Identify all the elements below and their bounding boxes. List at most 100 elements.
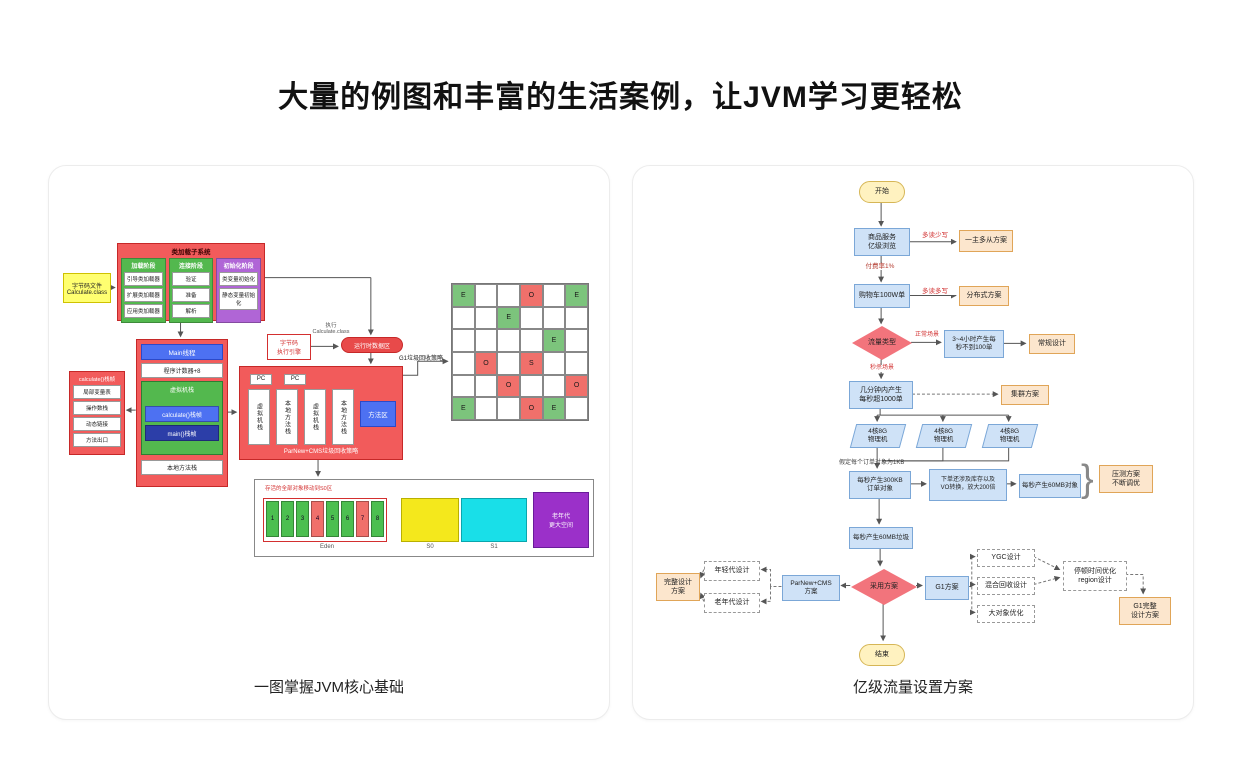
g1-region-cell bbox=[452, 329, 475, 352]
stack-frame: calculate()栈帧 bbox=[145, 406, 219, 422]
node-cluster-plan: 集群方案 bbox=[1001, 385, 1049, 405]
node-product-browse: 商品服务 亿级浏览 bbox=[854, 228, 910, 256]
node-traffic-type-decision: 流量类型 bbox=[852, 326, 912, 360]
frame-detail-item: 方法出口 bbox=[73, 433, 121, 447]
method-area-box: 方法区 bbox=[360, 401, 396, 427]
g1-region-cell: O bbox=[497, 374, 520, 398]
old-gen-region: 老年代 更大空间 bbox=[533, 492, 589, 548]
pc-register: PC bbox=[284, 374, 306, 385]
g1-region-cell bbox=[519, 374, 543, 398]
g1-region-cell bbox=[542, 351, 566, 375]
node-parnew-cms-plan: ParNew+CMS 方案 bbox=[782, 575, 840, 601]
eden-object-cell: 1 bbox=[266, 501, 279, 537]
frame-detail-item: 局部变量表 bbox=[73, 385, 121, 399]
node-end: 结束 bbox=[859, 644, 905, 666]
node-physical-machine: 4核8G 物理机 bbox=[915, 424, 973, 448]
execution-note: 执行 Calculate.class bbox=[312, 323, 350, 335]
node-60mb-objects: 每秒产生60MB对象 bbox=[1019, 474, 1081, 498]
node-pause-region-design: 停顿时间优化 region设计 bbox=[1063, 561, 1127, 591]
left-card-caption: 一图掌握JVM核心基础 bbox=[253, 679, 404, 696]
edge-label-pay-rate: 付费率1% bbox=[857, 263, 903, 271]
node-normal-design: 常规设计 bbox=[1029, 334, 1075, 354]
node-g1-full-design: G1完整 设计方案 bbox=[1119, 597, 1171, 625]
class-loader-item: 扩展类加载器 bbox=[124, 288, 163, 302]
g1-region-cell bbox=[497, 284, 520, 307]
jvm-architecture-diagram: 字节码文件 Calculate.class 类加载子系统 加载阶段 引导类加载器… bbox=[49, 166, 609, 719]
class-loader-stages: 加载阶段 引导类加载器扩展类加载器应用类加载器 连接阶段 验证准备解析 初始化阶… bbox=[118, 256, 264, 325]
program-counter-box: 程序计数器+8 bbox=[141, 363, 223, 378]
link-stage-item: 准备 bbox=[171, 288, 211, 302]
node-seckill-rate: 几分钟内产生 每秒超1000单 bbox=[849, 381, 913, 409]
node-full-design-plan: 完整设计 方案 bbox=[656, 573, 700, 601]
frame-detail-title: calculate()栈帧 bbox=[78, 377, 116, 383]
thread-stack-columns: 虚拟机栈本地方法栈虚拟机栈本地方法栈 bbox=[248, 389, 354, 445]
stack-frame-detail-box: calculate()栈帧 局部变量表操作数栈动态链接方法出口 bbox=[69, 371, 125, 455]
gc-strategy-label: ParNew+CMS垃圾回收策略 bbox=[283, 449, 359, 455]
s0-label: S0 bbox=[426, 544, 434, 550]
node-physical-machine: 4核8G 物理机 bbox=[849, 424, 907, 448]
g1-region-cell: E bbox=[565, 284, 588, 307]
g1-region-cell bbox=[542, 374, 566, 398]
node-g1-plan: G1方案 bbox=[925, 576, 969, 600]
g1-region-cell bbox=[497, 397, 520, 420]
node-big-object-design: 大对象优化 bbox=[977, 605, 1035, 623]
node-ygc-design: YGC设计 bbox=[977, 549, 1035, 567]
main-thread-title: Main线程 bbox=[141, 344, 223, 360]
page-title: 大量的例图和丰富的生活案例，让JVM学习更轻松 bbox=[278, 81, 963, 114]
g1-region-cell bbox=[474, 397, 498, 420]
g1-region-cell bbox=[542, 284, 566, 307]
vm-stack-label: 虚拟机栈 bbox=[169, 388, 194, 394]
link-stage-title: 连接阶段 bbox=[179, 264, 204, 270]
jvm-basics-card: 字节码文件 Calculate.class 类加载子系统 加载阶段 引导类加载器… bbox=[48, 165, 610, 720]
node-start: 开始 bbox=[859, 181, 905, 203]
edge-label-normal-scene: 正常场景 bbox=[910, 332, 944, 339]
g1-region-cell: E bbox=[452, 397, 475, 420]
node-old-gen-design: 老年代设计 bbox=[704, 593, 760, 613]
machine-list: 4核8G 物理机 4核8G 物理机 4核8G 物理机 bbox=[849, 424, 1039, 448]
class-loader-subsystem-box: 类加载子系统 加载阶段 引导类加载器扩展类加载器应用类加载器 连接阶段 验证准备… bbox=[117, 243, 265, 323]
class-loader-item: 引导类加载器 bbox=[124, 272, 163, 286]
survivor-move-note: 存活的全部对象移动到S0区 bbox=[265, 486, 333, 492]
traffic-plan-card: 开始 商品服务 亿级浏览 多读少写 一主多从方案 付费率1% 购物车100W单 … bbox=[632, 165, 1194, 720]
g1-region-cell bbox=[542, 306, 566, 330]
frame-detail-items: 局部变量表操作数栈动态链接方法出口 bbox=[73, 385, 121, 447]
load-stage-items: 引导类加载器扩展类加载器应用类加载器 bbox=[124, 272, 163, 318]
thread-stack-column: 虚拟机栈 bbox=[248, 389, 270, 445]
g1-region-cell: E bbox=[497, 306, 520, 330]
thread-stack-column: 本地方法栈 bbox=[276, 389, 298, 445]
node-young-gen-design: 年轻代设计 bbox=[704, 561, 760, 581]
g1-region-cell bbox=[565, 329, 588, 352]
survivor-region bbox=[461, 498, 527, 542]
g1-region-cell bbox=[565, 397, 588, 420]
node-normal-rate: 3~4小时产生每 秒不到100单 bbox=[944, 330, 1004, 358]
native-method-stack-box: 本地方法栈 bbox=[141, 460, 223, 475]
edge-label-read-write-heavy: 多读多写 bbox=[912, 288, 958, 296]
runtime-memory-box: PC PC 虚拟机栈本地方法栈虚拟机栈本地方法栈 方法区 ParNew+CMS垃… bbox=[239, 366, 403, 460]
init-stage-column: 初始化阶段 类变量初始化静态变量初始化 bbox=[216, 258, 262, 323]
node-cart: 购物车100W单 bbox=[854, 284, 910, 308]
runtime-data-area-pill: 运行时数据区 bbox=[341, 337, 403, 353]
init-stage-item: 类变量初始化 bbox=[219, 272, 259, 286]
g1-strategy-label: G1垃圾回收策略 bbox=[399, 356, 444, 362]
g1-region-cell: O bbox=[565, 374, 588, 398]
node-stress-test-plan: 压测方案 不断调优 bbox=[1099, 465, 1153, 493]
node-amplify-200x: 下单还涉及库存以及 VO转换，放大200倍 bbox=[929, 469, 1007, 501]
frame-detail-item: 操作数栈 bbox=[73, 401, 121, 415]
eden-object-cell: 6 bbox=[341, 501, 354, 537]
eden-object-cell: 3 bbox=[296, 501, 309, 537]
node-mixed-gc-design: 混合回收设计 bbox=[977, 577, 1035, 595]
execution-engine-box: 字节码 执行引擎 bbox=[267, 334, 311, 360]
stack-frame: main()栈帧 bbox=[145, 425, 219, 441]
order-size-note: 假定每个订单对象为1KB bbox=[839, 460, 905, 466]
eden-object-cell: 2 bbox=[281, 501, 294, 537]
g1-region-cell bbox=[474, 284, 498, 307]
node-physical-machine: 4核8G 物理机 bbox=[981, 424, 1039, 448]
g1-region-cell bbox=[497, 329, 520, 352]
thread-stack-column: 虚拟机栈 bbox=[304, 389, 326, 445]
edge-label-seckill-scene: 秒杀场景 bbox=[860, 365, 904, 372]
g1-region-cell bbox=[452, 306, 475, 330]
eden-free-region bbox=[401, 498, 459, 542]
init-stage-item: 静态变量初始化 bbox=[219, 288, 259, 310]
